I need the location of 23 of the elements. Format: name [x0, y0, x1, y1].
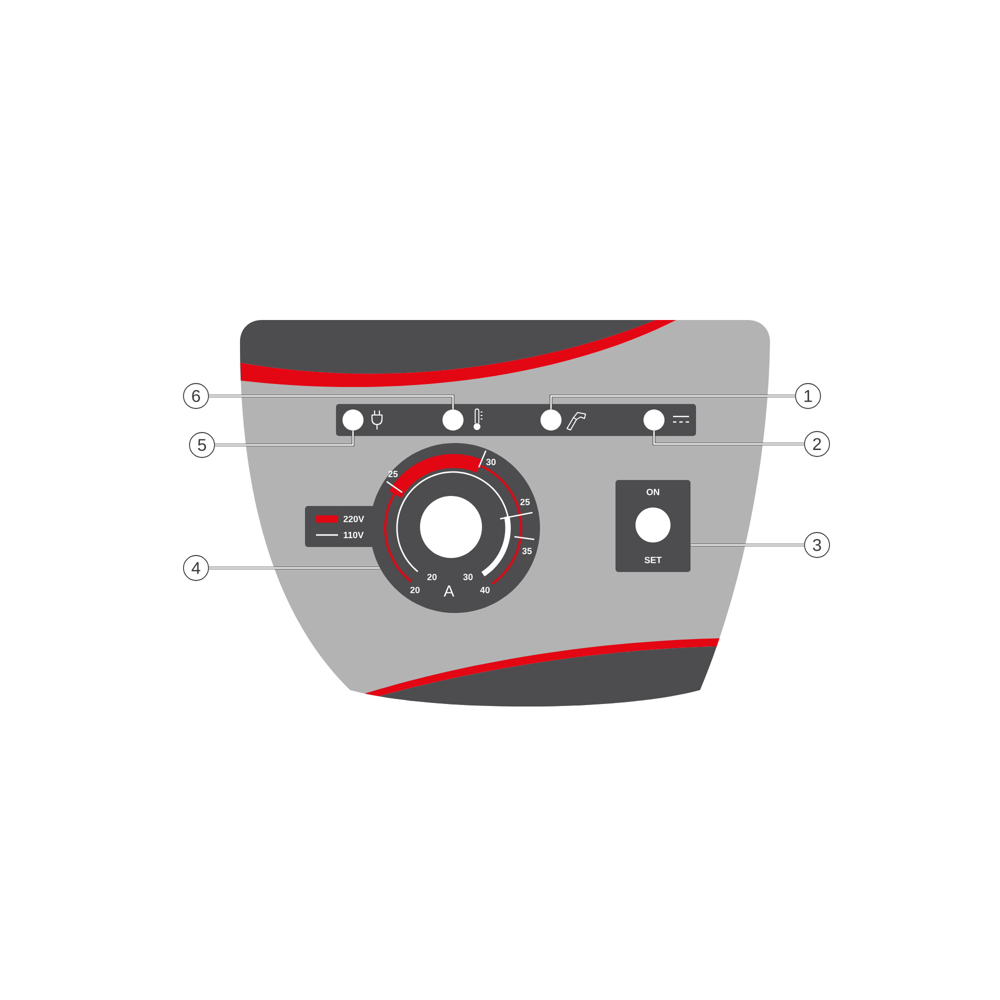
legend-text: 110V [344, 532, 364, 538]
indicator-lamp [442, 410, 464, 430]
scale-number: 30 [486, 458, 496, 466]
leader-line [652, 430, 804, 446]
leader-line [550, 394, 796, 410]
scale-number: 40 [480, 586, 490, 594]
scale-number: 35 [522, 548, 532, 554]
indicator-lamp [540, 410, 562, 430]
scale-number: 20 [427, 574, 437, 580]
indicator-lamp [342, 410, 364, 430]
leader-line [208, 394, 454, 410]
unit-letter: A [444, 586, 454, 596]
scale-number: 20 [410, 586, 420, 594]
indicator-lamp [644, 410, 665, 430]
leader-line [208, 566, 380, 570]
push-button [636, 508, 670, 542]
scale-number: 30 [463, 574, 473, 580]
legend-text: 220V [344, 516, 364, 522]
control-knob [420, 496, 482, 558]
scale-number: 25 [388, 470, 398, 478]
leader-line [690, 544, 804, 546]
leader-line [214, 430, 354, 446]
scale-number: 25 [520, 498, 530, 506]
